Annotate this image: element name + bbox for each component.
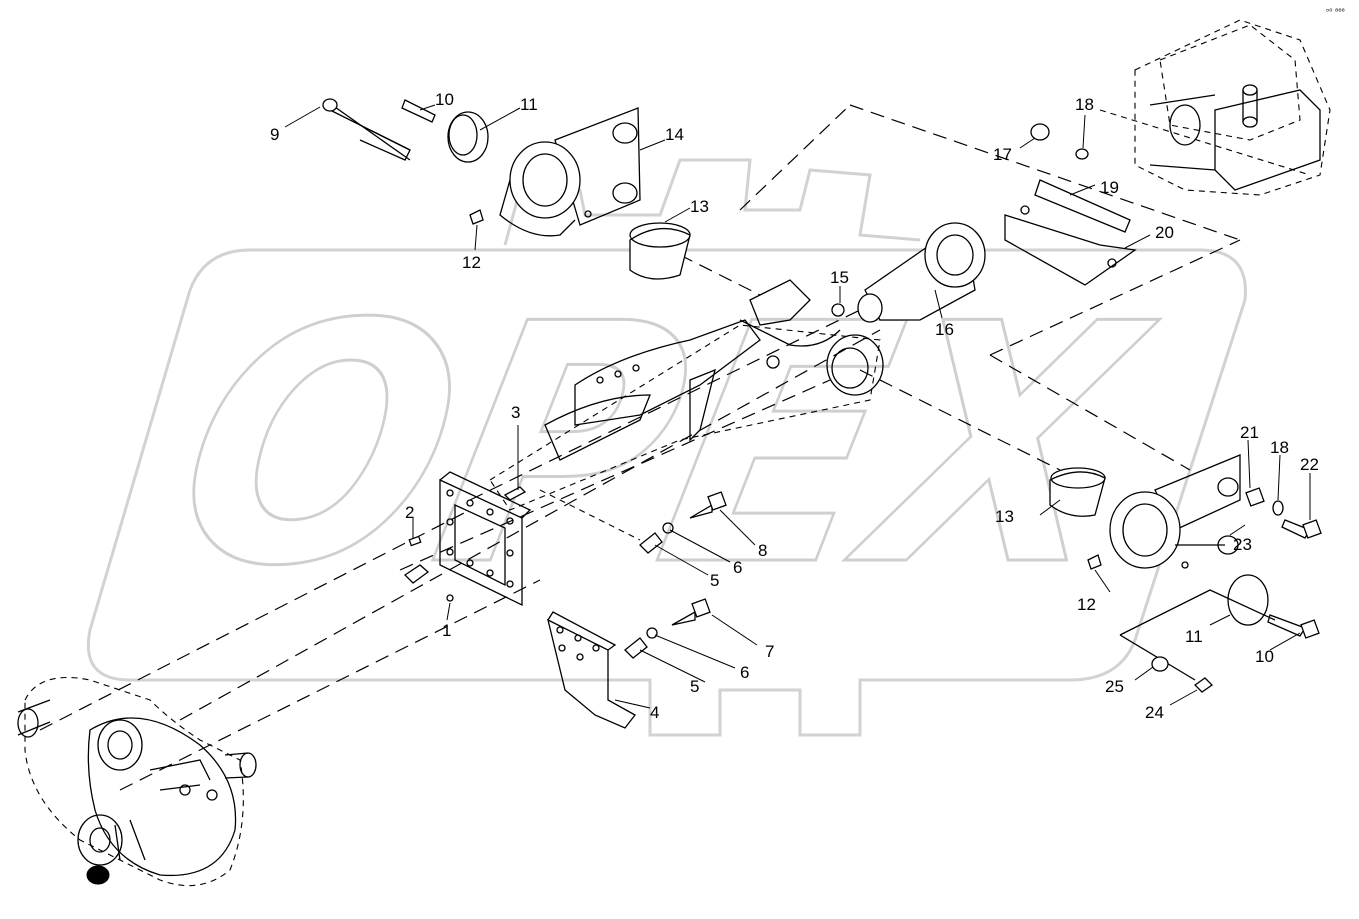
callout-9: 9 xyxy=(270,125,279,144)
bracket-4 xyxy=(547,611,636,729)
callout-20: 20 xyxy=(1155,223,1174,242)
assembly-guide-lines xyxy=(39,104,1311,791)
callout-labels: 1 2 3 4 5 5 6 6 7 8 9 10 10 11 11 12 12 … xyxy=(270,90,1319,722)
callout-10a: 10 xyxy=(435,90,454,109)
right-bearing-housing xyxy=(1049,454,1322,693)
central-tube-assembly xyxy=(489,279,884,511)
callout-22: 22 xyxy=(1300,455,1319,474)
watermark-text: OPEX xyxy=(149,253,1173,638)
callout-23: 23 xyxy=(1233,535,1252,554)
watermark-gear-teeth xyxy=(503,158,921,246)
callout-11a: 11 xyxy=(520,95,538,114)
right-gearbox xyxy=(1134,19,1331,196)
callout-21: 21 xyxy=(1240,423,1259,442)
callout-18a: 18 xyxy=(1075,95,1094,114)
small-parts xyxy=(403,486,727,659)
watermark-frame xyxy=(86,248,1247,737)
callout-12b: 12 xyxy=(1077,595,1096,614)
callout-25: 25 xyxy=(1105,677,1124,696)
callout-1: 1 xyxy=(442,621,451,640)
callout-13b: 13 xyxy=(995,507,1014,526)
callout-17: 17 xyxy=(993,145,1012,164)
callout-4: 4 xyxy=(650,703,659,722)
shield-19 xyxy=(1004,123,1137,286)
callout-11b: 11 xyxy=(1185,627,1203,646)
callout-24: 24 xyxy=(1145,703,1164,722)
left-gearbox xyxy=(17,676,257,887)
callout-13a: 13 xyxy=(690,197,709,216)
callout-7: 7 xyxy=(765,642,774,661)
callout-8: 8 xyxy=(758,541,767,560)
callout-14: 14 xyxy=(665,125,684,144)
corner-reference-mark: ᵒ⁰ ⁸⁶⁶ xyxy=(1326,7,1345,16)
callout-19: 19 xyxy=(1100,178,1119,197)
watermark-logo: OPEX xyxy=(86,158,1247,737)
callout-12a: 12 xyxy=(462,253,481,272)
callout-5b: 5 xyxy=(690,677,699,696)
shaft-coupling-16 xyxy=(831,222,986,323)
callout-6a: 6 xyxy=(733,558,742,577)
left-bearing-housing xyxy=(469,107,691,280)
left-fasteners xyxy=(322,98,489,163)
flange-plate xyxy=(439,471,532,607)
callout-16: 16 xyxy=(935,320,954,339)
callout-18b: 18 xyxy=(1270,438,1289,457)
callout-15: 15 xyxy=(830,268,849,287)
callout-3: 3 xyxy=(511,403,520,422)
leader-lines xyxy=(284,104,1311,709)
callout-2: 2 xyxy=(405,503,414,522)
callout-6b: 6 xyxy=(740,663,749,682)
callout-10b: 10 xyxy=(1255,647,1274,666)
callout-5a: 5 xyxy=(710,571,719,590)
